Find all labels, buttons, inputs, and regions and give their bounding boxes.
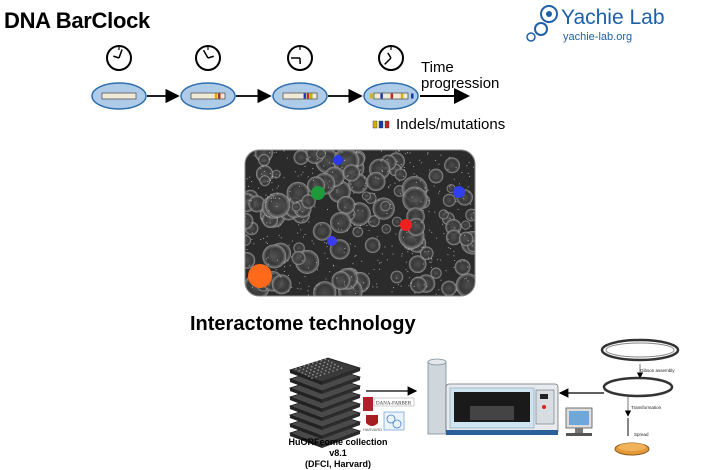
plasmid-assembly-icon <box>602 340 678 360</box>
plasmid-ring-icon <box>604 378 672 396</box>
harvard-label: HARVARD <box>363 427 382 432</box>
step-label-spread: Spread <box>634 432 649 437</box>
step-label-gibson: Gibson assembly <box>640 368 675 373</box>
dana-farber-label: DANA-FARBER <box>376 402 412 407</box>
computer-icon <box>566 408 592 436</box>
step-label-transformation: Transformation <box>631 405 662 410</box>
collection-line1: HuORFeome collection v8.1 <box>283 437 393 459</box>
orfeome-collection-label: HuORFeome collection v8.1 (DFCI, Harvard… <box>283 437 393 470</box>
plate-stack-icon <box>290 358 360 448</box>
institution-logos: DANA-FARBER HARVARD <box>363 397 414 432</box>
liquid-handler-robot-icon <box>428 359 558 435</box>
